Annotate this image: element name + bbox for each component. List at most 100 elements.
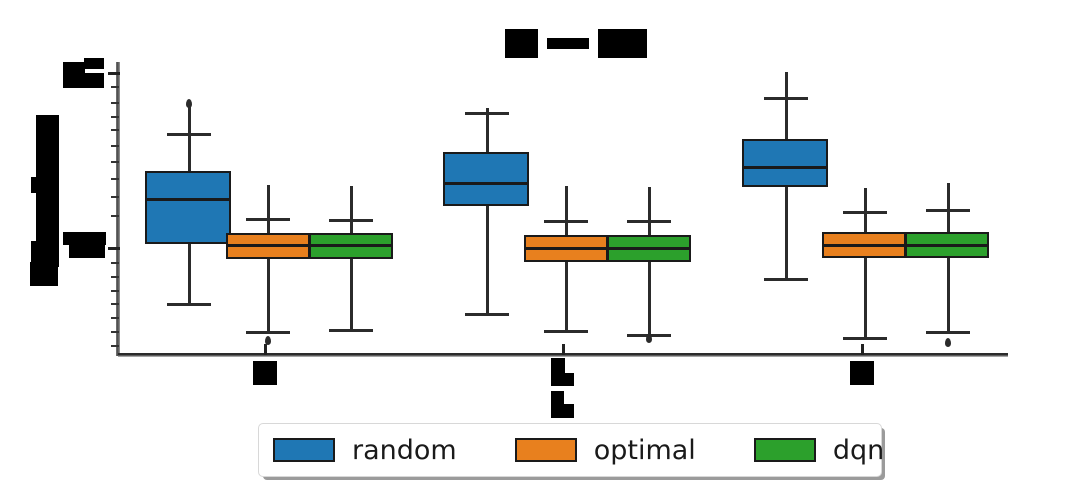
y-tick-minor [111, 145, 119, 147]
legend-label-optimal: optimal [593, 434, 696, 466]
legend-item-optimal[interactable]: optimal [514, 434, 696, 466]
whisker-lower [350, 259, 353, 330]
median-line [443, 182, 529, 185]
median-line [905, 244, 989, 247]
whisker-lower [864, 258, 867, 338]
title-redaction-block-1 [505, 28, 538, 58]
whisker-upper [188, 105, 191, 171]
whisker-cap-lower [926, 331, 970, 335]
y-tick-minor [111, 262, 119, 264]
median-line [226, 244, 310, 247]
x-axis-spine [118, 353, 1008, 357]
whisker-upper [267, 185, 270, 233]
y-tick-label-redaction [69, 245, 105, 258]
y-axis-label-redaction-block [31, 177, 37, 193]
flier-point [646, 334, 652, 343]
y-tick-minor [111, 303, 119, 305]
legend-label-dqn: dqn [832, 434, 885, 466]
title-redaction-block-2 [547, 37, 589, 49]
x-tick-label-redaction [551, 373, 574, 386]
legend-item-random[interactable]: random [273, 435, 457, 466]
y-tick-minor [111, 215, 119, 217]
box-random [443, 152, 529, 206]
x-tick [861, 344, 864, 355]
median-line [607, 247, 691, 250]
x-tick-label-redaction [551, 358, 565, 375]
whisker-lower [565, 262, 568, 331]
whisker-cap-upper [544, 220, 588, 224]
box-random [145, 171, 231, 244]
box-random [742, 139, 828, 187]
y-tick-minor [111, 276, 119, 278]
whisker-cap-upper [926, 209, 970, 213]
whisker-cap-lower [544, 330, 588, 334]
whisker-cap-lower [167, 303, 211, 307]
blue-swatch-icon [273, 438, 335, 462]
whisker-cap-upper [329, 219, 373, 223]
y-tick-minor [111, 345, 119, 347]
median-line [309, 244, 393, 247]
y-tick-minor [111, 116, 119, 118]
y-tick-minor [111, 290, 119, 292]
flier-point [186, 99, 192, 108]
chart-title [505, 28, 647, 58]
median-line [742, 166, 828, 169]
y-tick-minor [111, 317, 119, 319]
whisker-cap-lower [246, 331, 290, 335]
x-axis-label-redaction [551, 391, 564, 408]
median-line [822, 244, 906, 247]
flier-point [945, 338, 951, 347]
y-tick-minor [111, 196, 119, 198]
whisker-upper [486, 108, 489, 152]
y-tick-minor [111, 178, 119, 180]
legend[interactable]: random optimal dqn [258, 423, 885, 477]
x-tick [562, 344, 565, 355]
y-axis-label-redaction-block [31, 241, 37, 267]
whisker-cap-upper [246, 218, 290, 222]
x-tick-label-redaction [850, 361, 874, 385]
y-tick-label-redaction [63, 73, 104, 88]
y-tick-minor [111, 102, 119, 104]
y-tick-major [108, 72, 120, 75]
median-line [145, 198, 231, 201]
title-redaction-block-3 [598, 28, 647, 58]
median-line [524, 247, 608, 250]
whisker-upper [864, 188, 867, 232]
orange-swatch-icon [514, 438, 577, 462]
whisker-lower [267, 259, 270, 332]
whisker-upper [785, 72, 788, 139]
green-swatch-icon [753, 438, 816, 462]
y-tick-minor [111, 129, 119, 131]
y-tick-minor [111, 331, 119, 333]
legend-label-random: random [352, 434, 457, 466]
whisker-lower [785, 187, 788, 279]
y-tick-label-redaction [63, 62, 85, 74]
whisker-cap-upper [465, 112, 509, 116]
whisker-lower [486, 206, 489, 314]
whisker-upper [350, 186, 353, 233]
whisker-cap-upper [167, 133, 211, 137]
y-tick-label-redaction [84, 58, 104, 69]
y-axis-label-redaction-block [36, 115, 59, 267]
flier-point [265, 336, 271, 345]
y-tick-label-redaction [63, 232, 106, 245]
whisker-upper [947, 183, 950, 232]
whisker-upper [648, 187, 651, 235]
y-tick-major [108, 247, 120, 250]
y-axis-spine [116, 62, 120, 356]
x-tick-label-redaction [253, 361, 277, 385]
y-tick-minor [111, 161, 119, 163]
whisker-cap-lower [465, 313, 509, 317]
whisker-lower [947, 258, 950, 332]
whisker-upper [565, 186, 568, 235]
y-tick-minor [111, 86, 119, 88]
legend-item-dqn[interactable]: dqn [753, 434, 885, 466]
x-axis-label-redaction [551, 404, 574, 418]
whisker-cap-upper [627, 220, 671, 224]
x-tick [264, 344, 267, 355]
whisker-cap-upper [764, 97, 808, 101]
whisker-cap-lower [764, 278, 808, 282]
whisker-cap-lower [329, 329, 373, 333]
whisker-cap-lower [843, 337, 887, 341]
